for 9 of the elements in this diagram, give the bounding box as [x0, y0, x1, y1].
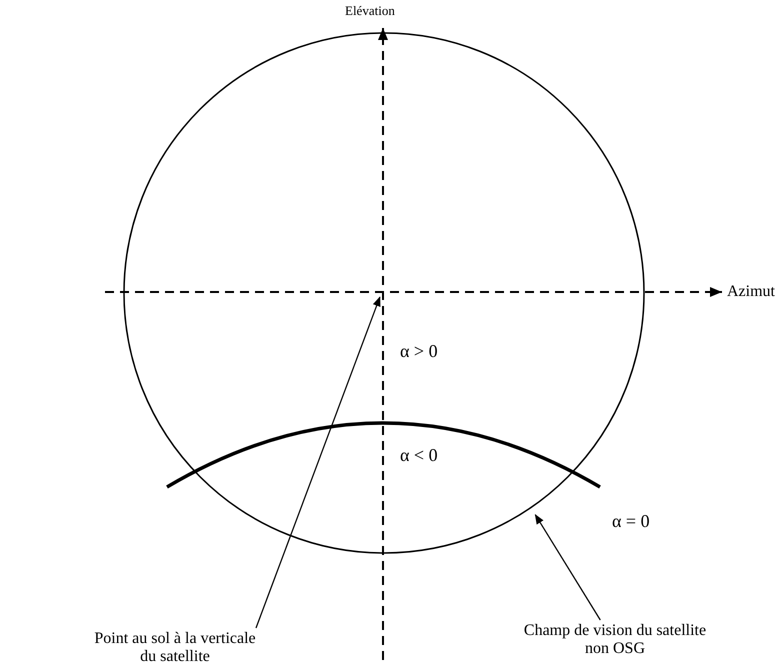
- curve-label: α = 0: [612, 512, 650, 530]
- region-label: α > 0: [400, 342, 438, 360]
- axis-label: Elévation: [345, 2, 395, 20]
- callout-text: Champ de vision du satellite non OSG: [510, 622, 720, 658]
- callout-text: Point au sol à la verticale du satellite: [85, 630, 265, 666]
- leader-line: [255, 296, 380, 628]
- region-label: α < 0: [400, 446, 438, 464]
- axis-label: Azimut: [727, 283, 775, 301]
- leader-line: [534, 514, 601, 620]
